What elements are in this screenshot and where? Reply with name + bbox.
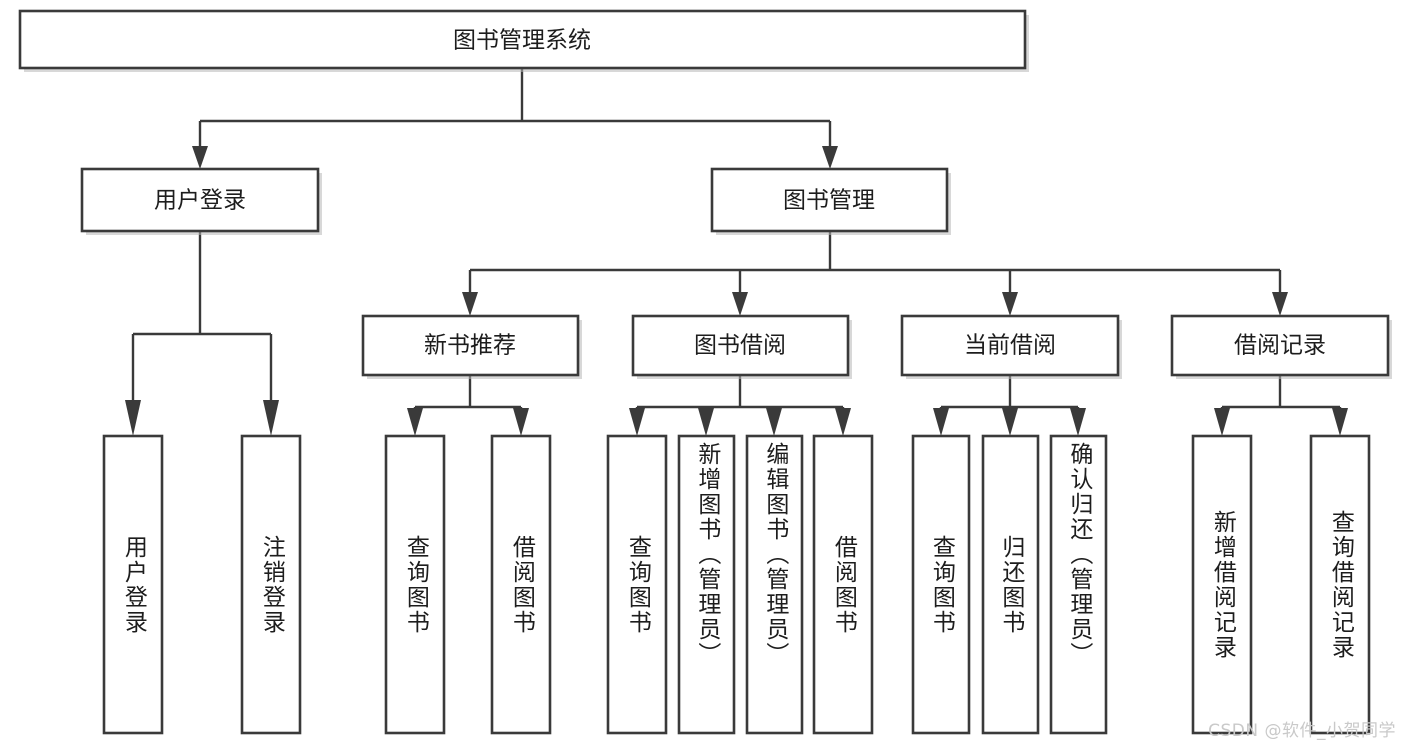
arrow-to-user-login (192, 146, 208, 169)
connectors (125, 68, 1348, 436)
leaf-box-borrow-book-0[interactable] (606, 434, 668, 735)
leaf-box-current-borrow-0[interactable] (911, 434, 971, 735)
node-box-new-book-recommend[interactable] (361, 314, 580, 377)
label-borrow-record: 借阅记录 (1234, 333, 1326, 359)
leaf-box-borrow-book-2[interactable] (745, 434, 804, 735)
arrow-current-borrow-leaf-0 (933, 408, 949, 436)
label-book-borrow: 图书借阅 (694, 333, 786, 359)
leaf-box-user-login-1[interactable] (240, 434, 302, 735)
leaf-box-new-book-0[interactable] (384, 434, 446, 735)
label-user-login: 用户登录 (154, 188, 246, 214)
leaf-box-current-borrow-1[interactable] (981, 434, 1040, 735)
node-box-borrow-record[interactable] (1170, 314, 1390, 377)
arrow-to-current-borrow (1002, 292, 1018, 316)
arrow-current-borrow-leaf-1 (1002, 408, 1018, 436)
leaf-box-borrow-book-3[interactable] (812, 434, 874, 735)
node-box-book-borrow[interactable] (631, 314, 850, 377)
arrow-new-book-leaf-1 (513, 408, 529, 436)
arrow-borrow-record-leaf-0 (1214, 408, 1230, 436)
arrow-borrow-record-leaf-1 (1332, 408, 1348, 436)
leaf-box-current-borrow-2[interactable] (1049, 434, 1108, 735)
arrow-to-book-mgmt (822, 146, 838, 169)
leaf-box-borrow-record-0[interactable] (1191, 434, 1253, 735)
label-new-book-recommend: 新书推荐 (424, 333, 516, 359)
arrow-to-borrow-book (732, 292, 748, 316)
label-book-management: 图书管理 (783, 188, 875, 214)
label-current-borrow: 当前借阅 (964, 333, 1056, 359)
arrow-borrow-book-leaf-3 (835, 408, 851, 436)
node-box-book-management[interactable] (710, 167, 949, 233)
node-labels: 图书管理系统 用户登录 图书管理 新书推荐 图书借阅 当前借阅 借阅记录 (154, 28, 1326, 359)
leaf-box-borrow-record-1[interactable] (1309, 434, 1371, 735)
arrow-borrow-book-leaf-1 (698, 408, 714, 436)
arrow-user-login-leaf-0 (125, 400, 141, 436)
node-box-current-borrow[interactable] (900, 314, 1120, 377)
node-boxes (18, 9, 1390, 735)
watermark: CSDN @软件_小贺同学 (1208, 721, 1396, 741)
arrow-user-login-leaf-1 (263, 400, 279, 436)
arrow-to-borrow-record (1272, 292, 1288, 316)
node-box-user-login[interactable] (80, 167, 320, 233)
arrow-to-new-book (462, 292, 478, 316)
arrow-current-borrow-leaf-2 (1070, 408, 1086, 436)
node-box-root[interactable] (18, 9, 1027, 70)
arrow-borrow-book-leaf-0 (629, 408, 645, 436)
leaf-box-user-login-0[interactable] (102, 434, 164, 735)
label-root: 图书管理系统 (453, 28, 591, 54)
leaf-box-borrow-book-1[interactable] (677, 434, 736, 735)
arrow-borrow-book-leaf-2 (766, 408, 782, 436)
leaf-box-new-book-1[interactable] (490, 434, 552, 735)
arrow-new-book-leaf-0 (407, 408, 423, 436)
